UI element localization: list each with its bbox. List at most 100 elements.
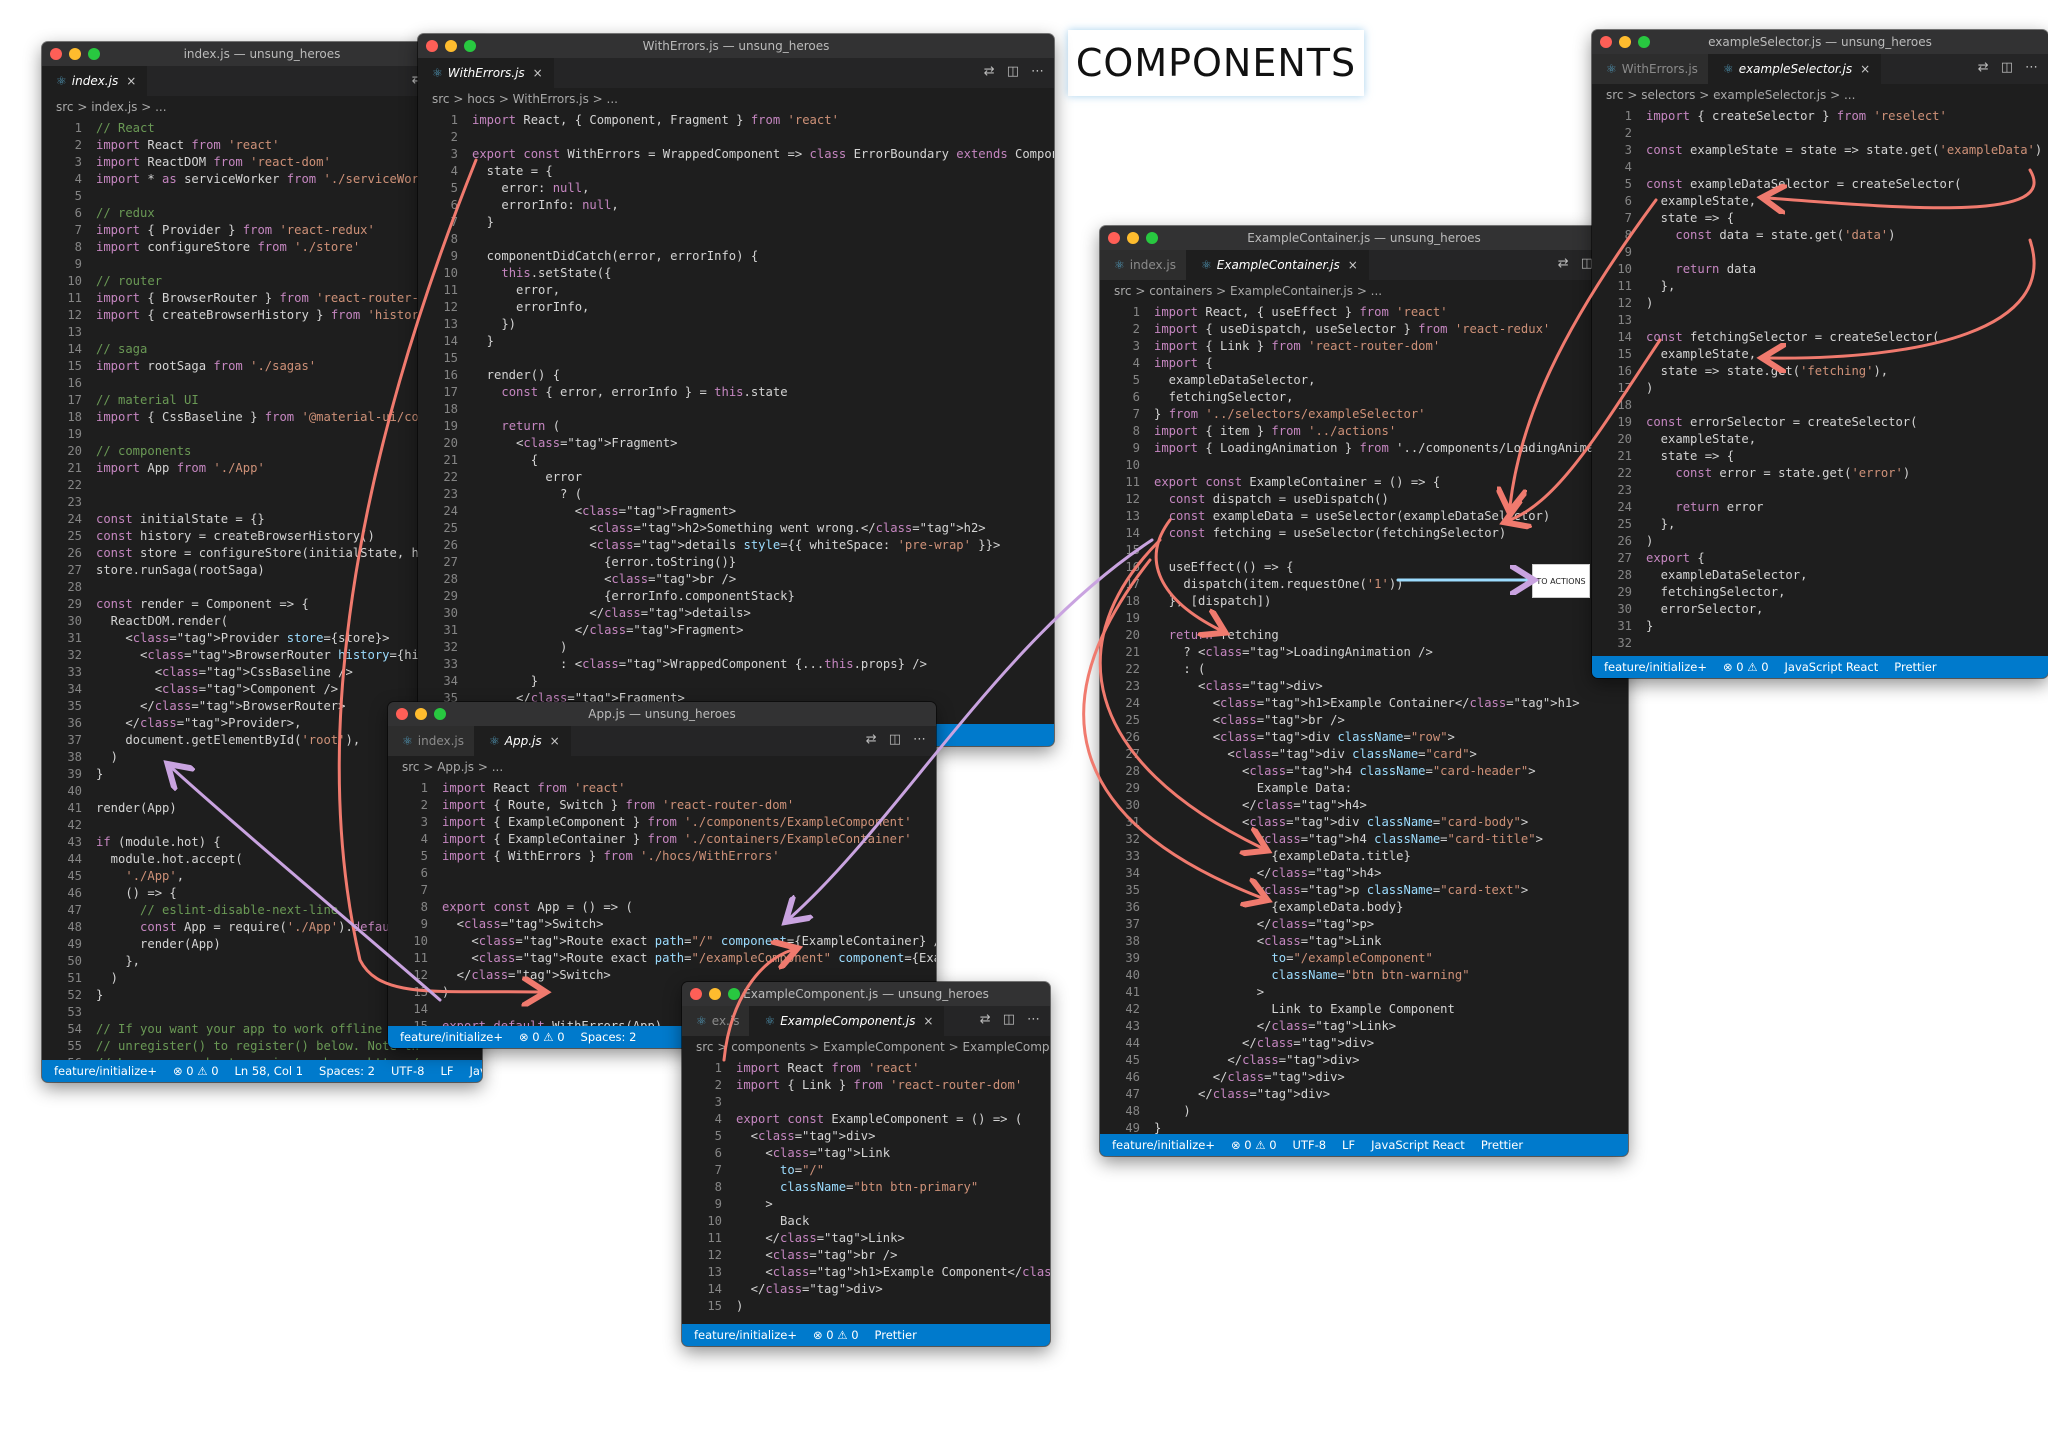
status-item[interactable]: JavaScript React xyxy=(469,1064,483,1078)
zoom-window-button[interactable] xyxy=(434,708,446,720)
breadcrumb[interactable]: src > index.js > ... xyxy=(56,100,167,114)
minimize-window-button[interactable] xyxy=(69,48,81,60)
status-item[interactable]: LF xyxy=(1342,1138,1356,1152)
close-tab-icon[interactable]: × xyxy=(923,1014,934,1028)
more-actions-icon[interactable]: ⋯ xyxy=(1031,64,1044,79)
editor-tab[interactable]: ⚛index.js× xyxy=(42,66,148,96)
editor-tab[interactable]: ⚛WithErrors.js× xyxy=(418,58,554,88)
zoom-window-button[interactable] xyxy=(464,40,476,52)
code-line: 13 const exampleData = useSelector(examp… xyxy=(1100,508,1618,525)
editor-tab[interactable]: ⚛exampleSelector.js× xyxy=(1708,54,1882,84)
compare-changes-icon[interactable]: ⇄ xyxy=(1977,60,1989,75)
zoom-window-button[interactable] xyxy=(728,988,740,1000)
editor-tab[interactable]: ⚛ex.js xyxy=(682,1006,751,1036)
status-item[interactable]: Ln 58, Col 1 xyxy=(234,1064,304,1078)
editor-tab[interactable]: ⚛ExampleContainer.js× xyxy=(1187,250,1369,280)
line-number: 4 xyxy=(450,164,458,178)
editor-window-examplecomponent[interactable]: ExampleComponent.js — unsung_heroes⚛ex.j… xyxy=(682,982,1050,1346)
split-editor-icon[interactable]: ◫ xyxy=(1006,64,1019,79)
close-window-button[interactable] xyxy=(1108,232,1120,244)
zoom-window-button[interactable] xyxy=(1146,232,1158,244)
status-item[interactable]: feature/initialize+ xyxy=(1604,660,1707,674)
breadcrumb[interactable]: src > components > ExampleComponent > Ex… xyxy=(696,1040,1050,1054)
status-item[interactable]: Prettier xyxy=(1894,660,1937,674)
breadcrumb[interactable]: src > hocs > WithErrors.js > ... xyxy=(432,92,618,106)
code-text: render(App) xyxy=(96,937,221,951)
status-item[interactable]: JavaScript React xyxy=(1371,1138,1465,1152)
status-item[interactable]: UTF-8 xyxy=(1292,1138,1327,1152)
status-item[interactable]: UTF-8 xyxy=(390,1064,425,1078)
editor-tab[interactable]: ⚛WithErrors.js xyxy=(1592,54,1709,84)
close-tab-icon[interactable]: × xyxy=(126,74,137,88)
breadcrumb[interactable]: src > App.js > ... xyxy=(402,760,504,774)
breadcrumb[interactable]: src > containers > ExampleContainer.js >… xyxy=(1114,284,1383,298)
split-editor-icon[interactable]: ◫ xyxy=(888,732,901,747)
close-window-button[interactable] xyxy=(426,40,438,52)
editor-window-witherrors[interactable]: WithErrors.js — unsung_heroes⚛WithErrors… xyxy=(418,34,1054,746)
code-text: <class="tag">h4 className="card-title"> xyxy=(1154,832,1543,846)
compare-changes-icon[interactable]: ⇄ xyxy=(983,64,995,79)
code-text: fetchingSelector, xyxy=(1154,390,1294,404)
minimize-window-button[interactable] xyxy=(709,988,721,1000)
status-item[interactable]: JavaScript React xyxy=(1784,660,1879,674)
editor-tab[interactable]: ⚛index.js xyxy=(1100,250,1187,280)
more-actions-icon[interactable]: ⋯ xyxy=(913,732,926,747)
split-editor-icon[interactable]: ◫ xyxy=(2000,60,2013,75)
editor-tab[interactable]: ⚛ExampleComponent.js× xyxy=(750,1006,945,1036)
close-window-button[interactable] xyxy=(50,48,62,60)
split-editor-icon[interactable]: ◫ xyxy=(1002,1012,1015,1027)
zoom-window-button[interactable] xyxy=(1638,36,1650,48)
close-tab-icon[interactable]: × xyxy=(549,734,560,748)
close-tab-icon[interactable]: × xyxy=(1860,62,1871,76)
status-item[interactable]: ⊗ 0 ⚠ 0 xyxy=(172,1064,219,1078)
react-file-icon: ⚛ xyxy=(1606,62,1617,76)
line-number: 13 xyxy=(1617,313,1632,327)
status-item[interactable]: Prettier xyxy=(1480,1138,1524,1152)
minimize-window-button[interactable] xyxy=(1127,232,1139,244)
minimize-window-button[interactable] xyxy=(415,708,427,720)
editor-window-examplecontainer[interactable]: ExampleContainer.js — unsung_heroes⚛inde… xyxy=(1100,226,1628,1156)
editor-tab[interactable]: ⚛App.js× xyxy=(475,726,571,756)
compare-changes-icon[interactable]: ⇄ xyxy=(412,72,423,87)
compare-changes-icon[interactable]: ⇄ xyxy=(1557,256,1569,271)
close-window-button[interactable] xyxy=(690,988,702,1000)
status-item[interactable]: feature/initialize+ xyxy=(694,1328,797,1342)
close-window-button[interactable] xyxy=(1600,36,1612,48)
status-item[interactable]: feature/initialize+ xyxy=(400,1030,503,1044)
status-item[interactable]: ⊗ 0 ⚠ 0 xyxy=(1722,660,1769,674)
code-line: 12 <class="tag">br /> xyxy=(682,1247,1040,1264)
status-item[interactable]: feature/initialize+ xyxy=(54,1064,157,1078)
compare-changes-icon[interactable]: ⇄ xyxy=(865,732,877,747)
compare-changes-icon[interactable]: ⇄ xyxy=(979,1012,991,1027)
close-window-button[interactable] xyxy=(396,708,408,720)
close-tab-icon[interactable]: × xyxy=(532,66,543,80)
status-item[interactable]: Spaces: 2 xyxy=(319,1064,375,1078)
code-line: 33 : <class="tag">WrappedComponent {...t… xyxy=(418,656,1044,673)
line-number: 3 xyxy=(714,1095,722,1109)
status-item[interactable]: Prettier xyxy=(874,1328,917,1342)
status-item[interactable]: LF xyxy=(440,1064,454,1078)
line-number: 31 xyxy=(1617,619,1632,633)
breadcrumb[interactable]: src > selectors > exampleSelector.js > .… xyxy=(1606,88,1856,102)
more-actions-icon[interactable]: ⋯ xyxy=(2025,60,2038,75)
code-line: 38 ) xyxy=(42,749,472,766)
more-actions-icon[interactable]: ⋯ xyxy=(1027,1012,1040,1027)
editor-window-exampleselector[interactable]: exampleSelector.js — unsung_heroes⚛WithE… xyxy=(1592,30,2048,678)
minimize-window-button[interactable] xyxy=(1619,36,1631,48)
status-item[interactable]: ⊗ 0 ⚠ 0 xyxy=(518,1030,565,1044)
zoom-window-button[interactable] xyxy=(88,48,100,60)
status-item[interactable]: ⊗ 0 ⚠ 0 xyxy=(812,1328,859,1342)
status-item[interactable]: Spaces: 2 xyxy=(580,1030,637,1044)
minimize-window-button[interactable] xyxy=(445,40,457,52)
status-item[interactable]: ⊗ 0 ⚠ 0 xyxy=(1230,1138,1277,1152)
code-text: import { BrowserRouter } from 'react-rou… xyxy=(96,291,449,305)
close-tab-icon[interactable]: × xyxy=(1347,258,1358,272)
status-item[interactable]: feature/initialize+ xyxy=(1112,1138,1215,1152)
editor-tab[interactable]: ⚛index.js xyxy=(388,726,475,756)
code-text: } xyxy=(472,674,539,688)
